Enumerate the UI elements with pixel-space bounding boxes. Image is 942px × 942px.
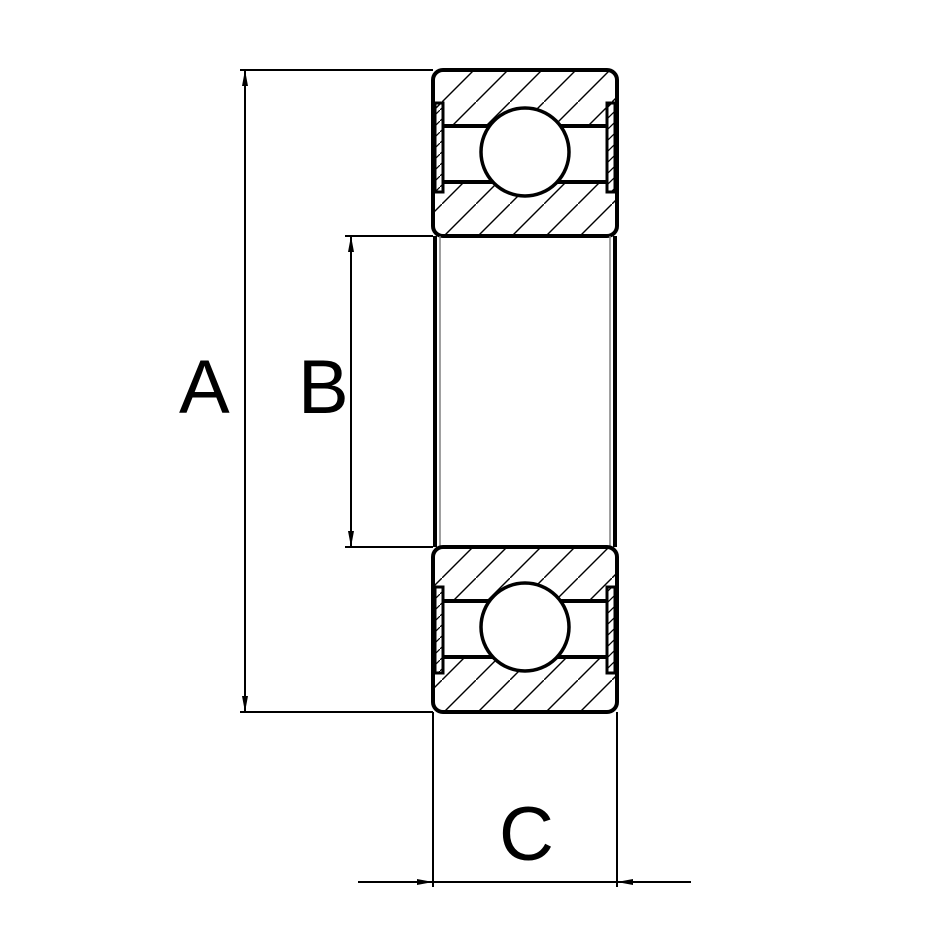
upper-outer-ring	[433, 70, 617, 126]
upper-right-shield	[605, 101, 617, 194]
dim-a-label: A	[179, 345, 230, 430]
lower-inner-ring	[433, 547, 617, 601]
dim-b-label: B	[298, 345, 349, 430]
lower-right-shield	[605, 585, 617, 675]
bore-region	[433, 236, 617, 547]
upper-inner-ring	[433, 182, 617, 236]
lower-ring-section	[431, 545, 619, 714]
dim-c-label: C	[499, 792, 554, 877]
lower-outer-ring	[433, 657, 617, 712]
upper-ball	[479, 106, 571, 198]
upper-ring-section	[431, 68, 619, 238]
dimension-a: A	[179, 69, 433, 713]
lower-left-shield	[433, 585, 445, 675]
lower-ball	[479, 581, 571, 673]
upper-left-shield	[433, 101, 445, 194]
dimension-c: C	[358, 712, 691, 887]
dimension-b: B	[298, 235, 433, 548]
